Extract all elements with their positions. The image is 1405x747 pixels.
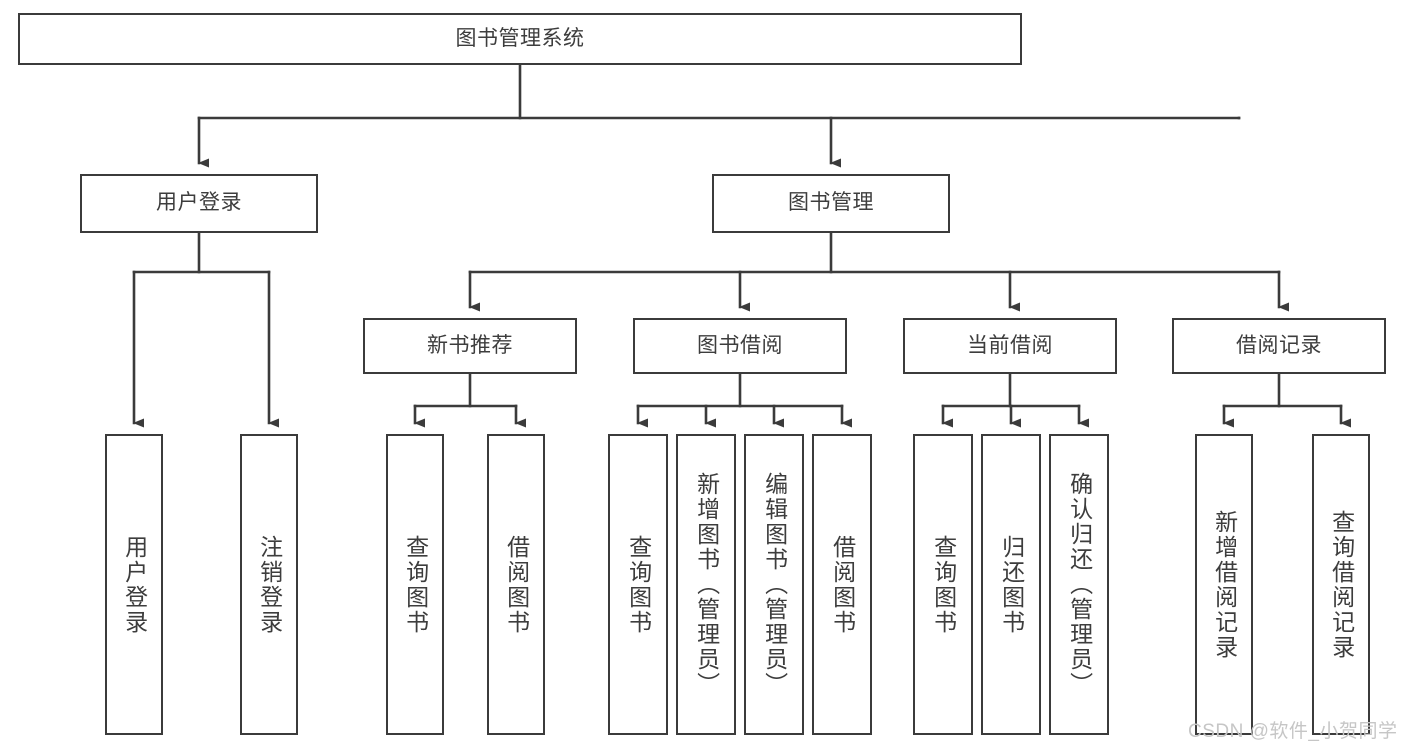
node-leaf-borrow-book-label: 借阅图书 (829, 534, 856, 635)
node-leaf-query-book-rec[interactable]: 查询图书 (386, 434, 444, 735)
node-leaf-add-book-admin-label: 新增图书（管理员） (693, 472, 720, 697)
node-book-borrow-label: 图书借阅 (697, 333, 783, 357)
node-leaf-logout-login-label: 注销登录 (256, 534, 283, 635)
csdn-watermark: CSDN @软件_小贺同学 (1188, 721, 1398, 742)
node-current-borrow[interactable]: 当前借阅 (903, 318, 1117, 374)
node-user-login[interactable]: 用户登录 (80, 174, 318, 233)
node-leaf-query-borrow-record-label: 查询借阅记录 (1328, 509, 1355, 660)
node-leaf-query-book-borrow[interactable]: 查询图书 (608, 434, 668, 735)
node-leaf-return-book[interactable]: 归还图书 (981, 434, 1041, 735)
node-new-book-recommend-label: 新书推荐 (427, 333, 513, 357)
node-leaf-confirm-return-admin[interactable]: 确认归还（管理员） (1049, 434, 1109, 735)
node-leaf-borrow-book-rec-label: 借阅图书 (503, 534, 530, 635)
node-leaf-query-book-rec-label: 查询图书 (402, 534, 429, 635)
node-leaf-query-book-current[interactable]: 查询图书 (913, 434, 973, 735)
node-leaf-user-login-label: 用户登录 (121, 534, 148, 635)
node-book-management[interactable]: 图书管理 (712, 174, 950, 233)
node-leaf-return-book-label: 归还图书 (998, 534, 1025, 635)
node-leaf-confirm-return-admin-label: 确认归还（管理员） (1066, 472, 1093, 697)
node-leaf-user-login[interactable]: 用户登录 (105, 434, 163, 735)
node-new-book-recommend[interactable]: 新书推荐 (363, 318, 577, 374)
node-leaf-query-book-borrow-label: 查询图书 (625, 534, 652, 635)
node-leaf-borrow-book-rec[interactable]: 借阅图书 (487, 434, 545, 735)
node-leaf-add-book-admin[interactable]: 新增图书（管理员） (676, 434, 736, 735)
node-borrow-record-label: 借阅记录 (1236, 333, 1322, 357)
node-book-management-label: 图书管理 (788, 191, 874, 215)
node-leaf-query-borrow-record[interactable]: 查询借阅记录 (1312, 434, 1370, 735)
node-leaf-add-borrow-record[interactable]: 新增借阅记录 (1195, 434, 1253, 735)
node-book-borrow[interactable]: 图书借阅 (633, 318, 847, 374)
node-leaf-query-book-current-label: 查询图书 (930, 534, 957, 635)
node-root-label: 图书管理系统 (455, 26, 585, 50)
node-leaf-edit-book-admin-label: 编辑图书（管理员） (761, 472, 788, 697)
node-root[interactable]: 图书管理系统 (18, 13, 1022, 65)
node-current-borrow-label: 当前借阅 (967, 333, 1053, 357)
node-user-login-label: 用户登录 (156, 191, 242, 215)
node-leaf-edit-book-admin[interactable]: 编辑图书（管理员） (744, 434, 804, 735)
node-leaf-borrow-book[interactable]: 借阅图书 (812, 434, 872, 735)
node-leaf-logout-login[interactable]: 注销登录 (240, 434, 298, 735)
node-leaf-add-borrow-record-label: 新增借阅记录 (1211, 509, 1238, 660)
node-borrow-record[interactable]: 借阅记录 (1172, 318, 1386, 374)
